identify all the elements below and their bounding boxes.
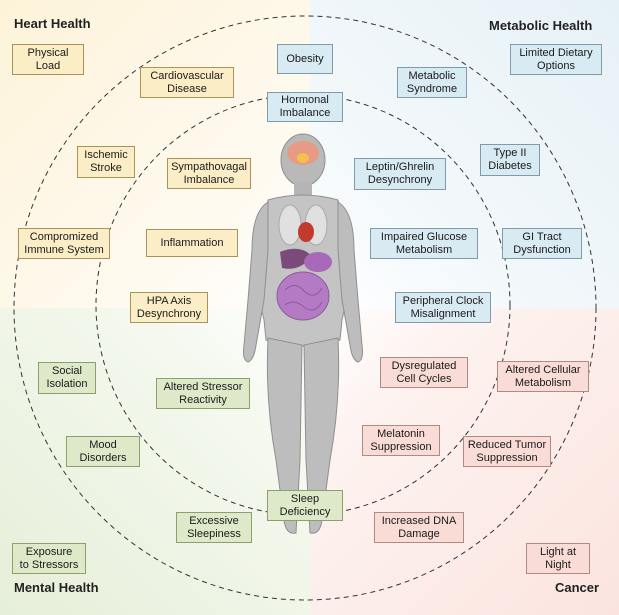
ischemic-stroke-box: Ischemic Stroke <box>77 146 135 178</box>
increased-dna-box: Increased DNA Damage <box>374 512 464 543</box>
hpa-axis-box: HPA Axis Desynchrony <box>130 292 208 323</box>
obesity-box: Obesity <box>277 44 333 74</box>
mental-health-label: Mental Health <box>14 580 99 595</box>
human-body-figure <box>243 133 363 534</box>
excessive-sleepiness-box: Excessive Sleepiness <box>176 512 252 543</box>
heart-health-label: Heart Health <box>14 16 91 31</box>
physical-load-box: Physical Load <box>12 44 84 75</box>
mood-disorders-box: Mood Disorders <box>66 436 140 467</box>
social-isolation-box: Social Isolation <box>38 362 96 394</box>
outer-ring <box>13 15 597 601</box>
light-at-night-box: Light at Night <box>526 543 590 574</box>
melatonin-suppression-box: Melatonin Suppression <box>362 425 440 456</box>
compromized-immune-box: Compromized Immune System <box>18 228 110 259</box>
peripheral-clock-box: Peripheral Clock Misalignment <box>395 292 491 323</box>
limited-dietary-options-box: Limited Dietary Options <box>510 44 602 75</box>
metabolic-syndrome-box: Metabolic Syndrome <box>397 67 467 98</box>
metabolic-health-label: Metabolic Health <box>489 18 593 33</box>
sleep-deficiency-box: Sleep Deficiency <box>267 490 343 521</box>
gi-tract-box: GI Tract Dysfunction <box>502 228 582 259</box>
type2-diabetes-box: Type II Diabetes <box>480 144 540 176</box>
sympathovagal-imbalance-box: Sympathovagal Imbalance <box>167 158 251 189</box>
exposure-stressors-box: Exposure to Stressors <box>12 543 86 574</box>
altered-cellular-box: Altered Cellular Metabolism <box>497 361 589 392</box>
inflammation-box: Inflammation <box>146 229 238 257</box>
hormonal-imbalance-box: Hormonal Imbalance <box>267 92 343 122</box>
cancer-label: Cancer <box>555 580 600 595</box>
leptin-ghrelin-box: Leptin/Ghrelin Desynchrony <box>354 158 446 190</box>
altered-stressor-box: Altered Stressor Reactivity <box>156 378 250 409</box>
cardiovascular-disease-box: Cardiovascular Disease <box>140 67 234 98</box>
impaired-glucose-box: Impaired Glucose Metabolism <box>370 228 478 259</box>
reduced-tumor-box: Reduced Tumor Suppression <box>463 436 551 467</box>
dysregulated-cell-box: Dysregulated Cell Cycles <box>380 357 468 388</box>
